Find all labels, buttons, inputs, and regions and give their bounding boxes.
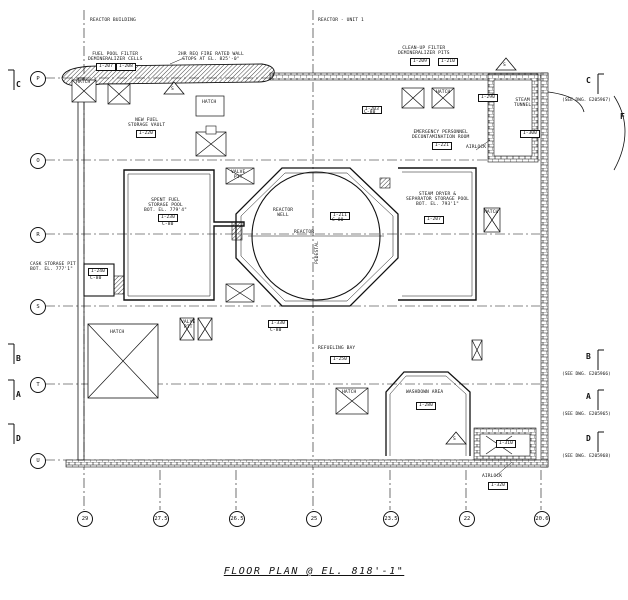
section-note: (SEE DWG. E205966) [562, 372, 611, 377]
pedestal-label: PEDESTAL [314, 241, 320, 264]
room-tag: I-230 [158, 214, 178, 222]
room-tag: I-209 [410, 58, 430, 66]
room-code: C-80 [162, 222, 174, 227]
steam-dryer-pool-outline [398, 167, 477, 301]
room-tag: I-290 [478, 94, 498, 102]
spent-fuel-pool-label: SPENT FUEL STORAGE POOL BOT. EL. 779'4" [144, 198, 187, 213]
grid-column-bubble: 27.5 [153, 511, 169, 527]
room-tag: I-203 [362, 106, 382, 114]
room-tag: I-300 [520, 130, 540, 138]
grid-row-bubble: T [30, 377, 46, 393]
room-code: C-80 [270, 328, 282, 333]
fuel-pool-filter-label: FUEL POOL FILTER DEMINERALIZER CELLS [88, 52, 143, 62]
hatch-label-2: HATCH [110, 330, 125, 335]
grid-column-bubble: 26.5 [229, 511, 245, 527]
spent-fuel-pool-outline [123, 169, 245, 301]
room-tag: I-221 [432, 142, 452, 150]
section-letter: B [16, 354, 21, 363]
airlock-label-1: AIRLOCK [466, 145, 487, 150]
room-tag: I-250 [330, 356, 350, 364]
steam-dryer-pool-label: STEAM DRYER & SEPARATOR STORAGE POOL BOT… [406, 192, 470, 207]
valve-pit-label-2: VALVE PIT [181, 320, 196, 330]
hatch-label-5: HATCH [76, 80, 91, 85]
reactor-building-label: REACTOR BUILDING [90, 18, 136, 23]
reactor-unit-label: REACTOR - UNIT 1 [318, 18, 364, 23]
room-code: C-80 [332, 218, 344, 223]
drawing-title: FLOOR PLAN @ EL. 818'-1" [223, 566, 405, 577]
grid-column-bubble: 23.5 [383, 511, 399, 527]
hatch-label-6: HATCH [436, 90, 451, 95]
washdown-area-label: WASHDOWN AREA [406, 390, 444, 395]
section-note: (SEE DWG. E205967) [562, 98, 611, 103]
section-letter: F [620, 112, 625, 121]
airlock-label-2: AIRLOCK [482, 474, 503, 479]
section-note: (SEE DWG. E205968) [562, 454, 611, 459]
hatch-label-1: HATCH [202, 100, 217, 105]
room-code: C-80 [90, 276, 102, 281]
room-tag: I-240 [88, 268, 108, 276]
grid-row-bubble: P [30, 71, 46, 87]
hatch-label-3: HATCH [342, 390, 357, 395]
fire-wall-label: 2HR REQ FIRE RATED WALL STOPS AT EL. 825… [178, 52, 244, 62]
room-code: C-80 [364, 110, 376, 115]
grid-column-bubble: 29 [77, 511, 93, 527]
room-tag: I-280 [416, 402, 436, 410]
cask-storage-pit-label: CASK STORAGE PIT BOT. EL. 777'1" [30, 262, 76, 272]
grid-row-bubble: R [30, 227, 46, 243]
s-marker: S [503, 63, 506, 68]
grid-column-bubble: 22 [459, 511, 475, 527]
section-letter: D [16, 434, 21, 443]
section-letter: C [586, 76, 591, 85]
hatch-label-4: HATCH [484, 210, 499, 215]
room-tag: I-310 [496, 440, 516, 448]
section-letter: A [16, 390, 21, 399]
section-note: (SEE DWG. E205965) [562, 412, 611, 417]
grid-row-bubble: U [30, 453, 46, 469]
grid-row-bubble: S [30, 299, 46, 315]
section-letter: C [16, 80, 21, 89]
room-tag: I-211 [330, 212, 350, 220]
grid-column-bubble: 20.6 [534, 511, 550, 527]
room-tag: I-207 [424, 216, 444, 224]
washdown-area-outline [385, 371, 471, 456]
cleanup-filter-label: CLEAN-UP FILTER DEMINERALIZER PITS [398, 46, 450, 56]
emergency-decon-label: EMERGENCY PERSONNEL DECONTAMINATION ROOM [412, 130, 470, 140]
s-marker: S [171, 87, 174, 92]
valve-pit-label-1: VALVE PIT [231, 170, 246, 180]
s-marker: S [453, 437, 456, 442]
room-tag: I-210 [438, 58, 458, 66]
section-arrows [8, 69, 604, 452]
outer-wall [65, 72, 549, 468]
section-letter: D [586, 434, 591, 443]
room-tag: I-207 [96, 63, 116, 71]
steam-tunnel-label: STEAM TUNNEL [514, 98, 532, 108]
room-tag: I-320 [488, 482, 508, 490]
room-tag: I-208 [116, 63, 136, 71]
new-fuel-vault-label: NEW FUEL STORAGE VAULT [128, 118, 166, 128]
room-tag: I-330 [268, 320, 288, 328]
section-letter: A [586, 392, 591, 401]
reactor-label: REACTOR [294, 230, 315, 235]
grid-column-bubble: 25 [306, 511, 322, 527]
reactor-well-octagon [235, 167, 399, 307]
reactor-well-label: REACTOR WELL [273, 208, 294, 218]
section-letter: B [586, 352, 591, 361]
refueling-bay-label: REFUELING BAY [318, 346, 356, 351]
grid-row-bubble: O [30, 153, 46, 169]
room-tag: I-220 [136, 130, 156, 138]
